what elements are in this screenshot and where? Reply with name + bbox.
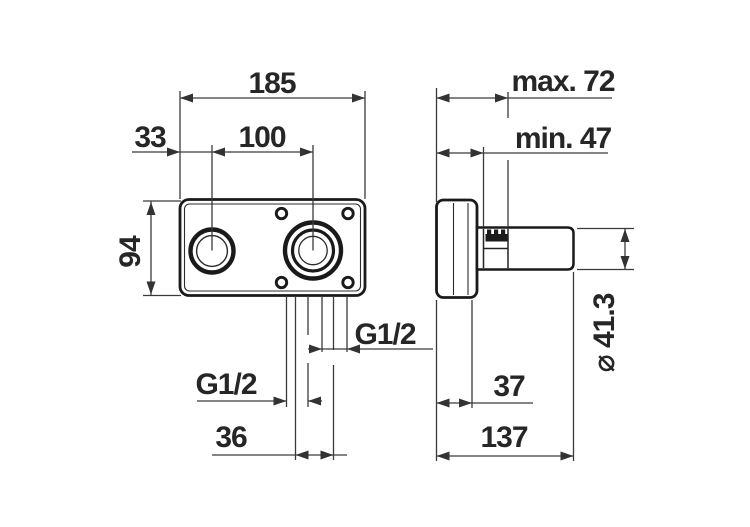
dimension-36-pipe-spacing: 36 — [212, 421, 347, 460]
dimension-94-plate-height: 94 — [114, 200, 181, 297]
dim-label-hole-spacing: 100 — [238, 121, 285, 154]
mounting-plate-inner-edge — [183, 203, 362, 292]
dim-label-outlet-thread: G1/2 — [354, 318, 415, 351]
dimension-max72-depth: max. 72 — [435, 65, 616, 227]
dim-label-pipe-spacing: 36 — [215, 421, 247, 454]
screw-hole — [274, 275, 289, 290]
side-view — [435, 198, 575, 299]
dim-label-plate-height: 94 — [114, 235, 147, 268]
dimension-41-3-spout-diameter: ⌀ 41.3 — [577, 227, 634, 372]
front-view — [178, 198, 367, 297]
dim-label-spout-length: 137 — [480, 421, 527, 454]
dimension-137-spout-length: 137 — [436, 272, 575, 461]
screw-hole — [341, 275, 355, 290]
dimension-g12-outlet: G1/2 — [308, 318, 433, 354]
dimension-g12-inlet: G1/2 — [195, 368, 322, 406]
dim-label-depth-max: max. 72 — [511, 65, 614, 98]
screw-hole — [341, 206, 355, 221]
dimension-185-total-width: 185 — [179, 67, 366, 199]
dimension-37-escutcheon-depth: 37 — [435, 300, 533, 461]
pipe-connection-lines — [285, 296, 348, 460]
dim-label-total-width: 185 — [248, 67, 295, 100]
dimension-min47-depth: min. 47 — [436, 122, 613, 227]
dimension-33-and-100: 33 100 — [132, 121, 314, 251]
dim-label-escutcheon-depth: 37 — [493, 370, 525, 403]
screw-hole — [274, 206, 289, 221]
thread-knurl-pattern — [485, 229, 508, 242]
dim-label-left-offset: 33 — [134, 121, 166, 154]
dim-label-spout-diameter: ⌀ 41.3 — [588, 293, 621, 372]
dim-label-inlet-thread: G1/2 — [195, 368, 256, 401]
screw-holes — [274, 206, 355, 290]
dim-label-depth-min: min. 47 — [515, 122, 612, 155]
escutcheon-outline — [435, 198, 479, 299]
